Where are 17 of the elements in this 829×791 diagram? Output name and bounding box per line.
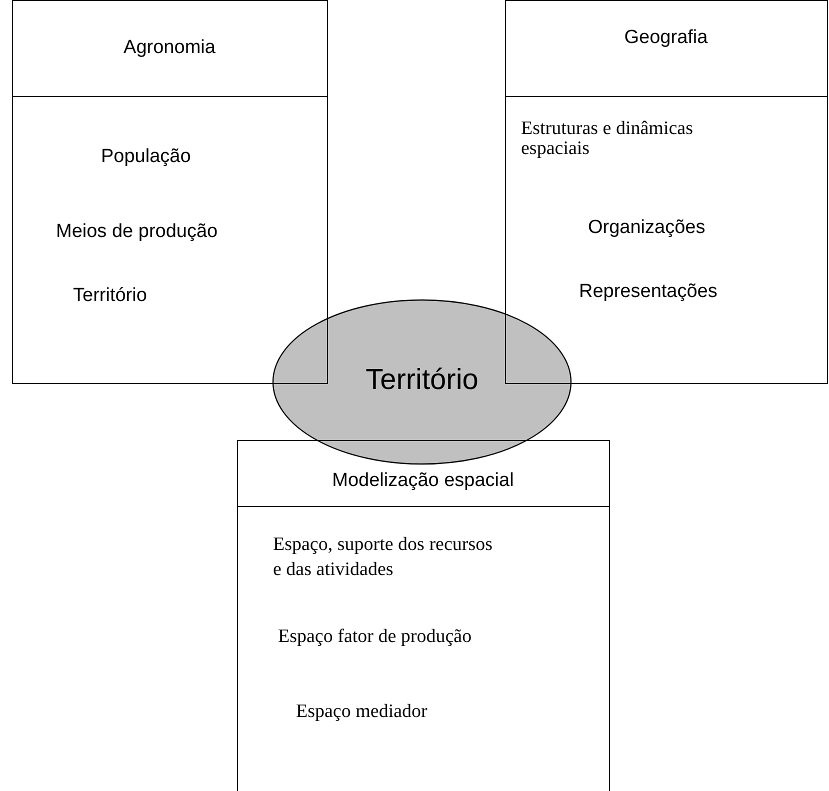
heading-text: Território — [364, 363, 480, 398]
category-box — [12, 0, 328, 384]
item-text: Organizações — [588, 217, 706, 240]
item-text: Território — [73, 285, 147, 308]
heading-text: Agronomia — [122, 37, 216, 60]
item-text: Meios de produção — [56, 221, 218, 244]
item-text: Espaço mediador — [296, 701, 428, 724]
item-text: População — [101, 146, 191, 169]
item-text: Representações — [579, 281, 718, 304]
item-text: Espaço fator de produção — [278, 626, 472, 649]
category-box — [237, 440, 610, 791]
central-ellipse — [272, 299, 572, 465]
heading-text: Geografia — [623, 27, 709, 50]
item-text: Espaço, suporte dos recursos e das atividades — [273, 533, 494, 582]
heading-text: Modelização espacial — [331, 470, 515, 493]
category-box — [505, 0, 828, 384]
item-text: Estruturas e dinâmicas espaciais — [521, 119, 694, 159]
